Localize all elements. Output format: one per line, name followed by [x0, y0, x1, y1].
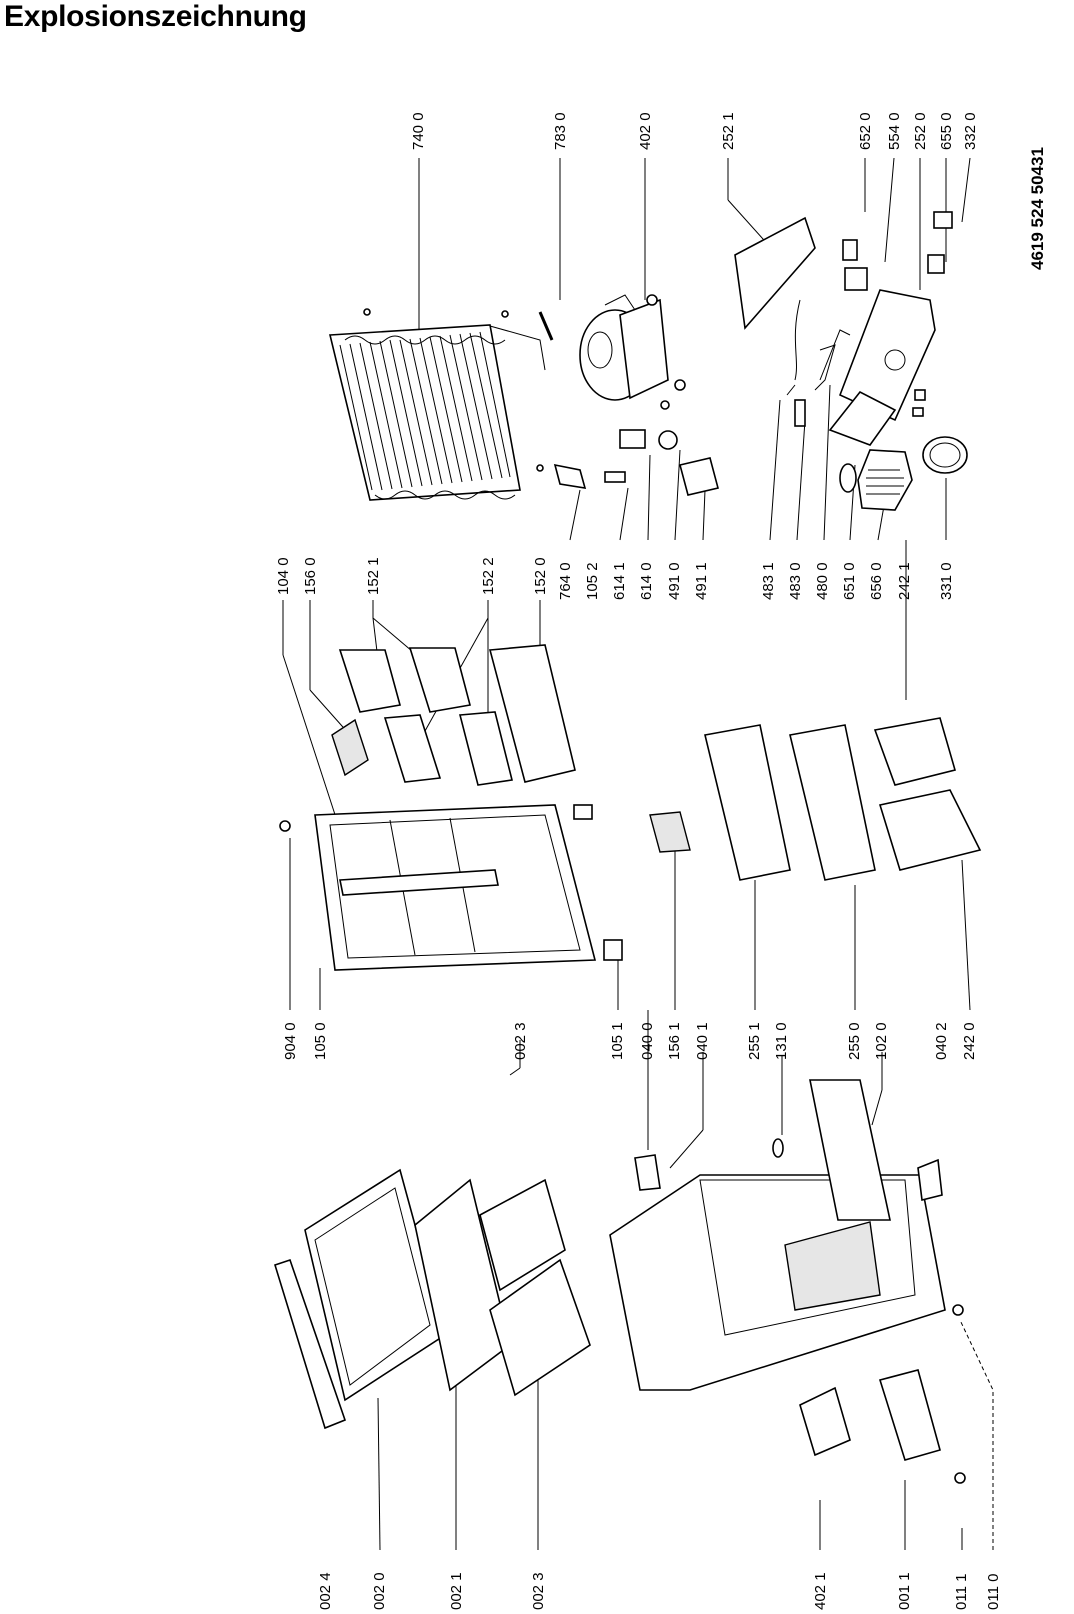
part-label: 614 1: [611, 562, 628, 600]
part-label: 242 0: [961, 1022, 978, 1060]
part-label: 156 1: [666, 1022, 683, 1060]
part-label: 152 2: [480, 557, 497, 595]
part-label: 332 0: [962, 112, 979, 150]
part-label: 152 0: [532, 557, 549, 595]
part-label: 740 0: [410, 112, 427, 150]
lamp: [839, 463, 857, 493]
part-label: 001 1: [896, 1572, 913, 1610]
crisper-upper: [873, 717, 956, 786]
ring-part: [922, 436, 968, 474]
cabinet: [609, 1079, 966, 1484]
part-label: 242 1: [896, 562, 913, 600]
door-liner: [279, 804, 623, 971]
part-label: 656 0: [868, 562, 885, 600]
part-label: 483 0: [787, 562, 804, 600]
part-label: 252 0: [912, 112, 929, 150]
part-label: 252 1: [720, 112, 737, 150]
part-label: 131 0: [773, 1022, 790, 1060]
part-label: 040 2: [933, 1022, 950, 1060]
ice-tray: [649, 811, 691, 853]
part-label: 491 1: [693, 562, 710, 600]
part-label: 614 0: [638, 562, 655, 600]
part-label: 255 1: [746, 1022, 763, 1060]
part-label: 655 0: [938, 112, 955, 150]
glass-shelf-upper: [704, 724, 791, 881]
part-label: 764 0: [557, 562, 574, 600]
part-label: 002 0: [371, 1572, 388, 1610]
pipe-part: [538, 311, 554, 341]
part-label: 255 0: [846, 1022, 863, 1060]
part-label: 904 0: [282, 1022, 299, 1060]
part-label: 002 3: [530, 1572, 547, 1610]
part-label: 105 2: [584, 562, 601, 600]
part-label: 011 0: [985, 1574, 1002, 1610]
part-label: 783 0: [552, 112, 569, 150]
lamp-cover: [857, 449, 913, 511]
part-label: 002 1: [448, 1572, 465, 1610]
part-label: 483 1: [760, 562, 777, 600]
part-label: 652 0: [857, 112, 874, 150]
door-assembly: [274, 1168, 591, 1430]
part-label: 040 0: [639, 1022, 656, 1060]
door-shelves: [331, 644, 576, 786]
part-label: 152 1: [365, 557, 382, 595]
dryer-and-relay: [553, 429, 719, 496]
part-labels: 740 0 783 0 402 0 252 1 652 0 554 0 252 0 655 0…: [275, 112, 1002, 1610]
part-label: 491 0: [666, 562, 683, 600]
part-label: 651 0: [841, 562, 858, 600]
crisper-lower: [878, 789, 982, 871]
part-label: 102 0: [873, 1022, 890, 1060]
part-label: 040 1: [694, 1022, 711, 1060]
wire-parts: [786, 344, 836, 427]
part-label: 104 0: [275, 557, 292, 595]
thermostat-housing: [819, 211, 953, 446]
compressor: [579, 294, 686, 410]
part-label: 002 4: [317, 1572, 334, 1610]
part-label: 480 0: [814, 562, 831, 600]
part-label: 402 0: [637, 112, 654, 150]
leader-lines: [282, 157, 994, 1551]
part-label: 156 0: [302, 557, 319, 595]
condenser: [328, 308, 546, 501]
part-label: 002 3: [512, 1022, 529, 1060]
glass-shelf-lower: [789, 724, 876, 881]
part-label: 402 1: [812, 1572, 829, 1610]
part-label: 011 1: [953, 1574, 970, 1610]
part-label: 105 0: [312, 1022, 329, 1060]
page-title: Explosionszeichnung: [4, 0, 307, 33]
part-label: 554 0: [886, 112, 903, 150]
document-number: 4619 524 50431: [1028, 147, 1047, 270]
part-label: 331 0: [938, 562, 955, 600]
bracket-plate: [734, 216, 816, 330]
part-label: 105 1: [609, 1022, 626, 1060]
